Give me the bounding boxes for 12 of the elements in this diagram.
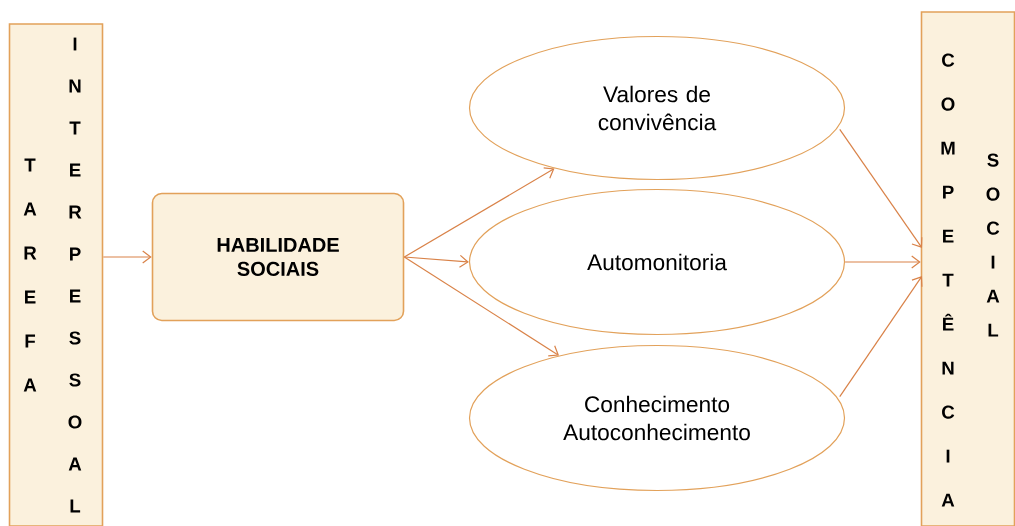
arrow xyxy=(839,128,923,248)
arrow xyxy=(839,276,923,398)
arrow xyxy=(102,250,152,264)
vertical-text: SOCIAL xyxy=(986,153,1000,337)
arrow xyxy=(403,256,560,357)
vertical-text: COMPETÊNCIA xyxy=(941,53,955,507)
arrow xyxy=(844,255,921,269)
arrow xyxy=(403,167,555,258)
process-box: HABILIDADE SOCIAIS xyxy=(151,192,405,322)
arrow xyxy=(403,254,469,268)
vertical-text: TAREFA xyxy=(23,158,37,392)
vertical-text: INTERPESSOAL xyxy=(68,37,82,513)
